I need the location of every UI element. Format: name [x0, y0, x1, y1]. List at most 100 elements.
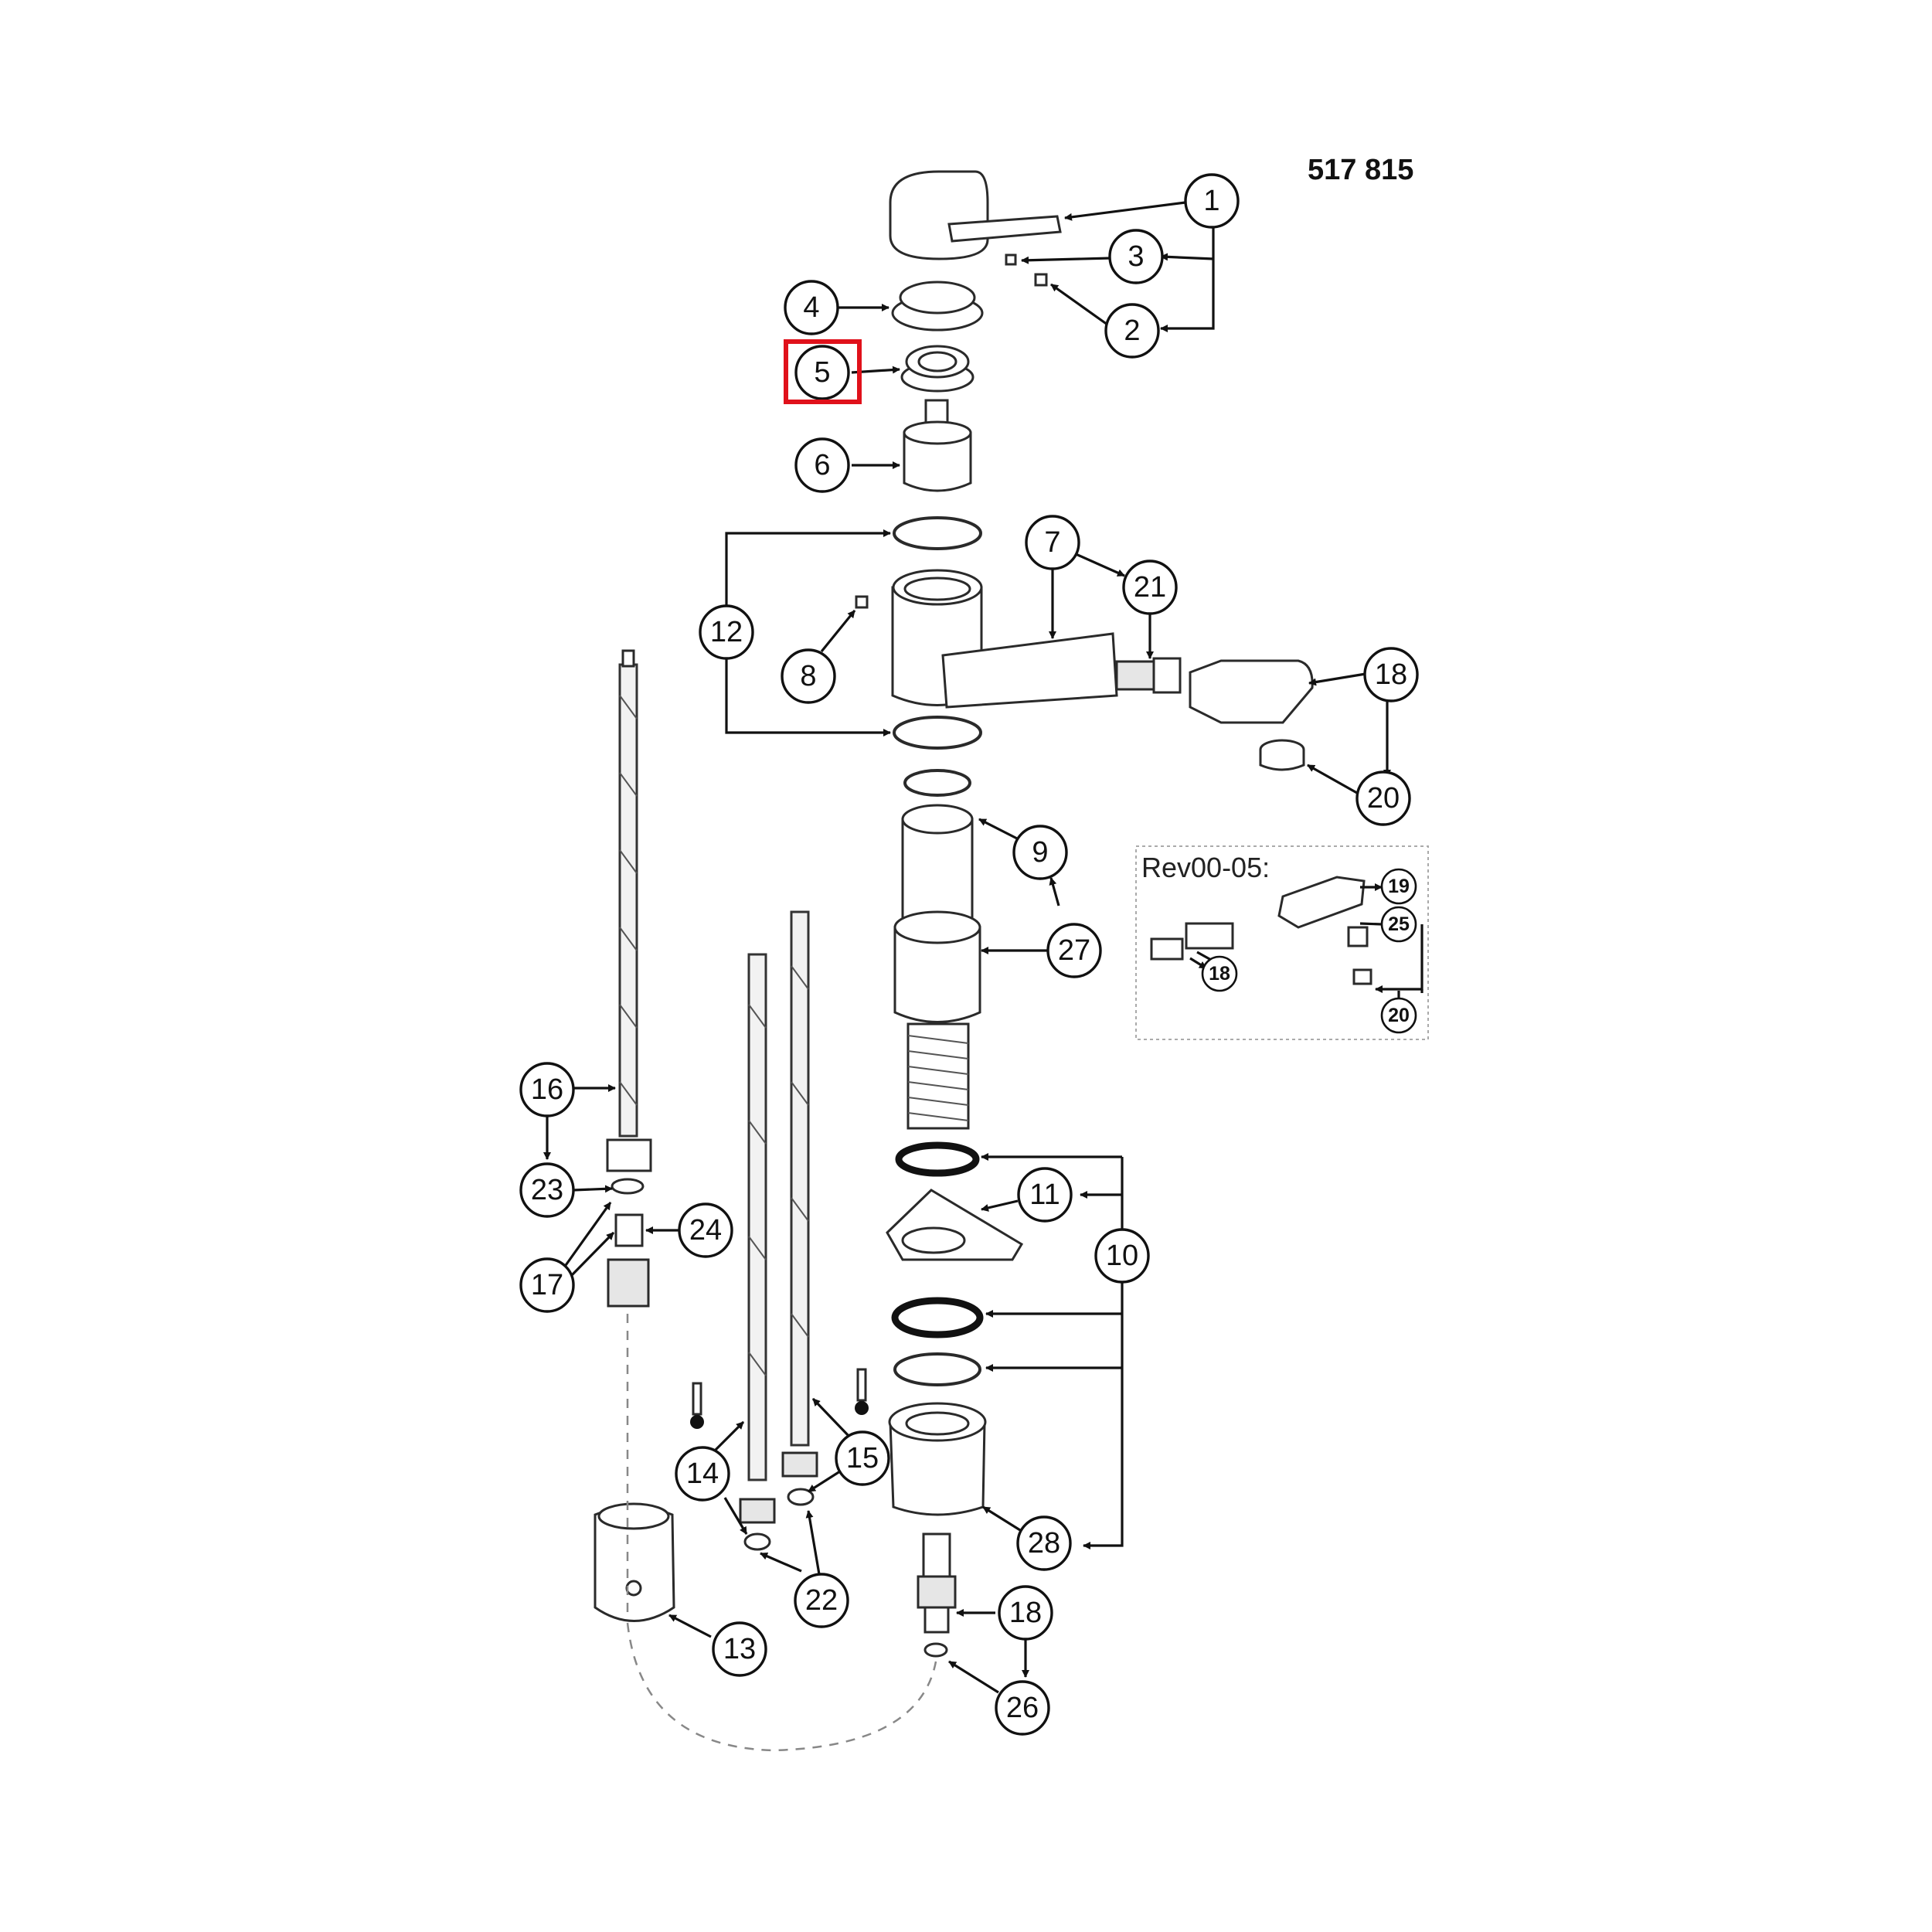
- callout-2: 2: [1104, 303, 1160, 359]
- svg-text:12: 12: [710, 616, 743, 648]
- callout-27: 27: [1046, 923, 1102, 978]
- callout-23: 23: [519, 1162, 575, 1218]
- svg-text:18: 18: [1375, 658, 1407, 691]
- inset-callout-25: 25: [1380, 906, 1417, 943]
- callout-16: 16: [519, 1062, 575, 1117]
- aerator-insert-part: [1259, 739, 1305, 771]
- drawing-number: 517 815: [1308, 154, 1413, 186]
- callout-17: 17: [519, 1257, 575, 1313]
- callout-9: 9: [1012, 825, 1068, 880]
- revision-inset: Rev00-05: 19 25 18 20: [1135, 845, 1429, 1040]
- leader-lines: [543, 201, 1391, 1694]
- inset-callout-19: 19: [1380, 868, 1417, 905]
- svg-text:22: 22: [805, 1584, 838, 1617]
- callout-7: 7: [1025, 515, 1080, 570]
- threaded-shank-part: [906, 1022, 970, 1130]
- svg-text:19: 19: [1388, 876, 1410, 897]
- svg-text:18: 18: [1009, 1597, 1042, 1629]
- callout-5: 5: [794, 345, 850, 400]
- callout-21: 21: [1122, 560, 1178, 615]
- aerator-housing-part: [1189, 659, 1314, 724]
- svg-text:7: 7: [1044, 526, 1060, 559]
- svg-text:23: 23: [531, 1174, 563, 1206]
- callout-22: 22: [794, 1573, 849, 1628]
- svg-text:10: 10: [1106, 1240, 1138, 1272]
- callout-12: 12: [699, 604, 754, 660]
- callout-28: 28: [1016, 1515, 1072, 1571]
- upper-seal-ring: [893, 516, 982, 550]
- cold-hose-fitting: [743, 1532, 771, 1551]
- cap-part: [891, 281, 984, 332]
- svg-text:15: 15: [846, 1442, 879, 1475]
- cartridge-part: [903, 399, 972, 492]
- callout-11: 11: [1017, 1167, 1073, 1223]
- svg-text:21: 21: [1134, 571, 1166, 604]
- hose-nut-part: [607, 1258, 650, 1308]
- svg-text:16: 16: [531, 1073, 563, 1106]
- svg-text:17: 17: [531, 1269, 563, 1301]
- callout-4: 4: [784, 280, 839, 335]
- small-seal-ring: [903, 769, 971, 797]
- svg-text:20: 20: [1388, 1005, 1410, 1026]
- svg-text:14: 14: [686, 1458, 719, 1490]
- callout-15: 15: [835, 1430, 890, 1486]
- svg-text:4: 4: [803, 291, 819, 324]
- small-washer-part: [923, 1642, 948, 1658]
- triangle-gasket-part: [886, 1189, 1024, 1261]
- parts-drawing: [594, 170, 1314, 1752]
- diverter-sleeve-part: [893, 804, 981, 1023]
- set-screw-part: [1034, 273, 1048, 287]
- black-o-ring: [895, 1141, 980, 1177]
- svg-text:28: 28: [1028, 1527, 1060, 1560]
- callout-3: 3: [1108, 229, 1164, 284]
- hose-sleeve-part: [614, 1213, 644, 1247]
- rubber-washer: [891, 1297, 984, 1338]
- inset-callout-18: 18: [1201, 955, 1238, 992]
- callout-20: 20: [1355, 770, 1411, 826]
- callout-18-base: 18: [998, 1585, 1053, 1641]
- hot-supply-hose: [781, 910, 818, 1478]
- long-supply-hose: [606, 649, 652, 1172]
- hose-washer-part: [611, 1178, 645, 1195]
- callout-26: 26: [995, 1680, 1050, 1736]
- grub-screw-part: [855, 595, 869, 609]
- svg-text:18: 18: [1209, 963, 1230, 985]
- svg-text:6: 6: [814, 449, 830, 481]
- callout-24: 24: [678, 1202, 733, 1258]
- svg-text:8: 8: [800, 660, 816, 692]
- metal-washer: [893, 1352, 981, 1386]
- callout-labels: 1 2 3 4 5 6 7 8 9 10 11 12 13 14 15 16 1…: [519, 173, 1419, 1736]
- svg-text:13: 13: [723, 1633, 756, 1665]
- callout-1: 1: [1184, 173, 1240, 229]
- hot-hose-fitting: [787, 1488, 815, 1506]
- callout-10: 10: [1094, 1228, 1150, 1284]
- callout-13: 13: [712, 1621, 767, 1677]
- callout-18-spout: 18: [1363, 647, 1419, 702]
- handle-lever-part: [889, 170, 1062, 260]
- svg-text:2: 2: [1124, 315, 1140, 347]
- svg-text:5: 5: [814, 356, 830, 389]
- inset-callout-20: 20: [1380, 997, 1417, 1034]
- svg-text:9: 9: [1032, 836, 1048, 869]
- adapter-part: [1115, 657, 1182, 694]
- callout-8: 8: [781, 648, 836, 704]
- svg-text:27: 27: [1058, 934, 1090, 967]
- svg-text:25: 25: [1388, 913, 1410, 935]
- screw-part: [1005, 253, 1017, 266]
- svg-text:11: 11: [1029, 1179, 1060, 1211]
- hot-marker-icon: [855, 1368, 869, 1415]
- callout-6: 6: [794, 437, 850, 493]
- highlight-box-callout-5: [784, 339, 862, 404]
- lower-fitting-part: [917, 1532, 957, 1634]
- hose-path-dashed-line: [626, 1314, 937, 1752]
- faucet-body-part: [891, 569, 1118, 709]
- hose-weight-part: [594, 1502, 675, 1622]
- svg-text:3: 3: [1128, 240, 1144, 273]
- nut-part: [900, 345, 975, 393]
- inset-label: Rev00-05:: [1141, 852, 1270, 883]
- svg-text:26: 26: [1006, 1692, 1039, 1724]
- lower-seal-ring: [893, 716, 982, 750]
- svg-text:20: 20: [1367, 782, 1400, 815]
- callout-14: 14: [675, 1446, 730, 1502]
